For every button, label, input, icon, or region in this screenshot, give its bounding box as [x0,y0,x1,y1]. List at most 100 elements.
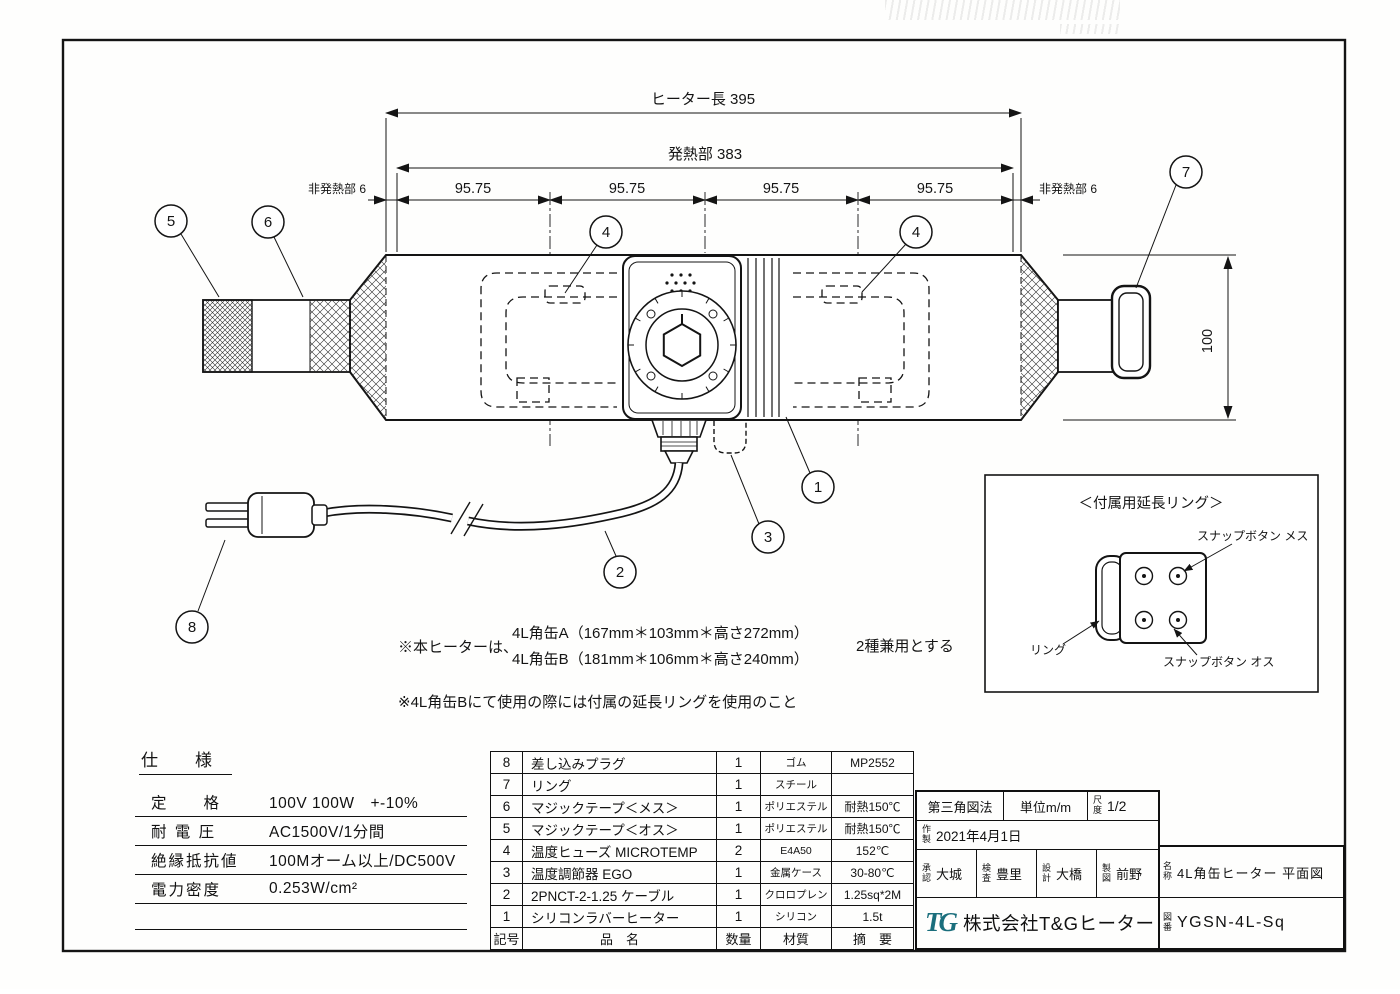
dim-heater-length-label: ヒーター長 395 [651,91,755,108]
dim-non-heating: 非発熱部 6 非発熱部 6 [308,181,1097,205]
bom-qty: 1 [717,774,761,796]
balloon-6: 6 [251,205,285,239]
bom-col-no: 記号 [491,928,523,950]
bom-material: スチール [761,774,832,796]
extension-lines [385,118,1236,421]
svg-text:2: 2 [616,564,624,581]
bom-note: 30-80℃ [832,862,914,884]
bom-material: クロロプレン [761,884,832,906]
dim-heater-length: ヒーター長 395 [385,91,1022,118]
design-role: 設計 [1042,862,1052,883]
bom-col-qty: 数量 [717,928,761,950]
title-block-right: 名称 4L角缶ヒーター 平面図 図番 YGSN-4L-Sq [1158,845,1345,950]
balloon-leaders [180,184,1177,612]
bom-row: 2 2PNCT-2-1.25 ケーブル 1 クロロプレン 1.25sq*2M [491,884,914,906]
note-2: ※4L角缶Bにて使用の際には付属の延長リングを使用のこと [398,694,797,711]
heating-element-left [480,272,617,408]
thermal-fuse-left [544,285,586,304]
balloon-4-right: 4 [899,215,933,249]
bom-name: 温度ヒューズ MICROTEMP [523,840,717,862]
bom-no: 1 [491,906,523,928]
spec-value: 100V 100W +-10% [269,795,419,812]
bom-qty: 2 [717,840,761,862]
bom-row: 5 マジックテープ＜オス＞ 1 ポリエステル 耐熱150℃ [491,818,914,840]
bom-material: ポリエステル [761,818,832,840]
dim-non-heating-left-label: 非発熱部 6 [308,181,366,196]
drawing-no-label: 図番 [1163,912,1173,932]
bom-material: E4A50 [761,840,832,862]
detail-plate [1119,552,1207,644]
spec-row: 絶縁抵抗値 100Mオーム以上/DC500V [135,846,467,875]
bom-note: MP2552 [832,752,914,774]
bom-material: シリコン [761,906,832,928]
bom-no: 5 [491,818,523,840]
svg-text:6: 6 [264,214,272,231]
svg-text:95.75: 95.75 [609,181,645,197]
right-end-hatch [1021,255,1058,420]
approval-cell: 承認 大城 [917,850,977,897]
accessory-ring-detail: ＜付属用延長リング＞ スナップボタン メス スナップボタン オス リング [984,474,1319,693]
bom-col-name: 品 名 [523,928,717,950]
dim-heating-section-label: 発熱部 383 [668,146,742,163]
note-suffix: 2種兼用とする [856,638,954,655]
bom-no: 6 [491,796,523,818]
design-name: 大橋 [1056,867,1083,882]
bom-no: 8 [491,752,523,774]
bom-material: ゴム [761,752,832,774]
bom-qty: 1 [717,752,761,774]
approval-role: 承認 [922,862,932,883]
spec-value: 0.253W/cm² [269,880,358,897]
scale-value: 1/2 [1107,798,1127,814]
bom-note: 耐熱150℃ [832,818,914,840]
power-plug [205,492,328,538]
balloon-3: 3 [751,520,785,554]
balloon-8: 8 [175,610,209,644]
svg-text:7: 7 [1182,164,1190,181]
bom-material: 金属ケース [761,862,832,884]
bom-name: シリコンラバーヒーター [523,906,717,928]
bom-header-row: 記号 品 名 数量 材質 摘 要 [491,928,914,950]
bom-note: 1.25sq*2M [832,884,914,906]
thermostat [622,255,742,420]
knob-screws [646,309,718,381]
heating-element-right [793,272,930,408]
spec-row: 耐 電 圧 AC1500V/1分間 [135,817,467,846]
approval-name: 大城 [936,867,963,882]
bom-row: 3 温度調節器 EGO 1 金属ケース 30-80℃ [491,862,914,884]
balloon-4-left: 4 [589,215,623,249]
note-can-a: 4L角缶A（167mm＊103mm＊高さ272mm） [512,625,809,642]
dim-height: 100 [1200,256,1233,419]
spec-row-empty [135,904,467,930]
thermal-fuse-right [821,285,863,304]
detail-label-leaders [1062,543,1233,656]
spec-row: 定 格 100V 100W +-10% [135,788,467,817]
bom-row: 6 マジックテープ＜メス＞ 1 ポリエステル 耐熱150℃ [491,796,914,818]
projection-method: 第三角図法 [917,792,1004,820]
bom-no: 3 [491,862,523,884]
detail-label-ring: リング [1030,643,1066,657]
bom-col-note: 摘 要 [832,928,914,950]
bom-col-material: 材質 [761,928,832,950]
detail-label-snap-female: スナップボタン メス [1197,529,1308,543]
title-block-left: 第三角図法 単位m/m 尺度 1/2 作製 2021年4月1日 承認 大城 検査… [915,790,1160,950]
svg-text:95.75: 95.75 [763,181,799,197]
bom-no: 7 [491,774,523,796]
scan-smudge [1060,24,1120,34]
svg-text:5: 5 [167,213,175,230]
note-can-b: 4L角缶B（181mm＊106mm＊高さ240mm） [512,651,809,668]
balloon-2: 2 [603,555,637,589]
spec-label: 絶縁抵抗値 [151,853,239,870]
balloons: 5 6 4 4 7 1 3 2 8 [154,155,1203,644]
drawing-title: 4L角缶ヒーター 平面図 [1177,865,1325,881]
bom-qty: 1 [717,796,761,818]
bom-qty: 1 [717,818,761,840]
bom-table: 8 差し込みプラグ 1 ゴム MP2552 7 リング 1 スチール 6 マジッ… [490,751,914,950]
unit-label: 単位m/m [1004,792,1088,820]
svg-text:4: 4 [602,224,610,241]
end-ring [1110,284,1152,380]
bom-row: 1 シリコンラバーヒーター 1 シリコン 1.5t [491,906,914,928]
svg-text:1: 1 [814,479,822,496]
sheet-frame [61,38,1347,953]
bom-name: 温度調節器 EGO [523,862,717,884]
balloon-7: 7 [1169,155,1203,189]
